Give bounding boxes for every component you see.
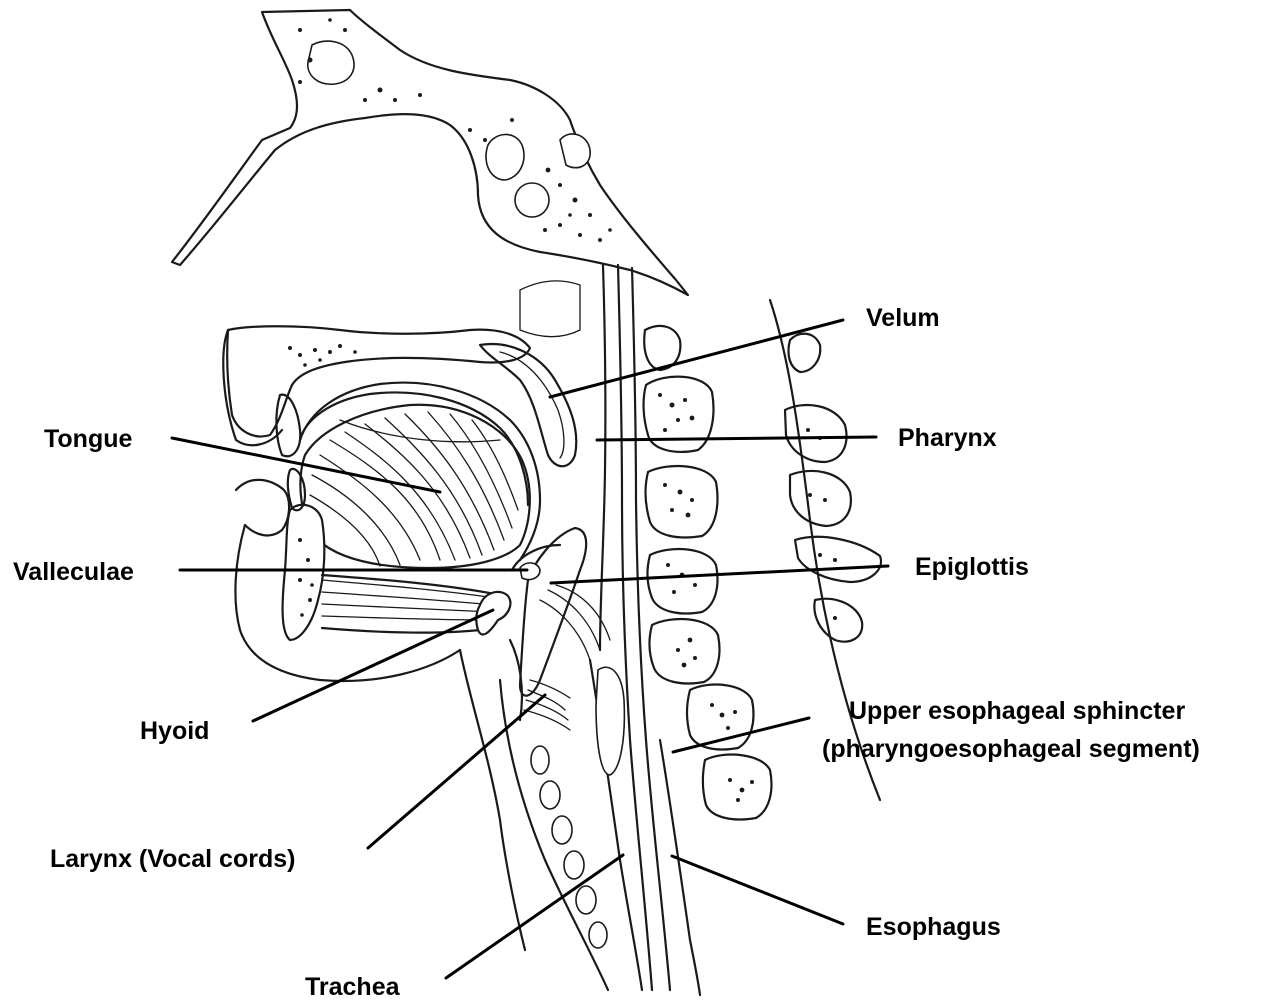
cricoid-cartilage bbox=[596, 667, 624, 775]
neck-front bbox=[460, 650, 525, 950]
leader-trachea bbox=[446, 855, 623, 978]
leader-esophagus bbox=[672, 856, 843, 924]
hyoid-bone bbox=[476, 592, 510, 635]
floor-of-mouth bbox=[322, 575, 501, 633]
label-larynx: Larynx (Vocal cords) bbox=[50, 845, 295, 873]
label-pharynx: Pharynx bbox=[898, 424, 997, 452]
tracheal-rings bbox=[531, 746, 607, 948]
label-ues-line1: Upper esophageal sphincter bbox=[849, 697, 1185, 725]
label-valleculae: Valleculae bbox=[13, 558, 134, 586]
label-ues-line2: (pharyngoesophageal segment) bbox=[822, 735, 1200, 763]
skull-base bbox=[172, 10, 688, 295]
label-hyoid: Hyoid bbox=[140, 717, 209, 745]
label-velum: Velum bbox=[866, 304, 940, 332]
hard-palate bbox=[227, 326, 530, 436]
sinus-cavity-lower bbox=[515, 183, 549, 217]
tongue-muscle-fibres bbox=[310, 412, 518, 566]
sinus-cavity-upper bbox=[308, 41, 354, 84]
leader-tongue bbox=[172, 438, 440, 492]
label-tongue: Tongue bbox=[44, 425, 132, 453]
leader-larynx bbox=[368, 695, 545, 848]
chin-outline bbox=[235, 525, 460, 681]
label-trachea: Trachea bbox=[305, 973, 401, 1001]
pharyngeal-wall-anterior bbox=[600, 265, 605, 650]
sinus-cavity-mid bbox=[486, 134, 524, 180]
label-esophagus: Esophagus bbox=[866, 913, 1001, 941]
label-epiglottis: Epiglottis bbox=[915, 553, 1029, 581]
mandible bbox=[283, 505, 325, 640]
